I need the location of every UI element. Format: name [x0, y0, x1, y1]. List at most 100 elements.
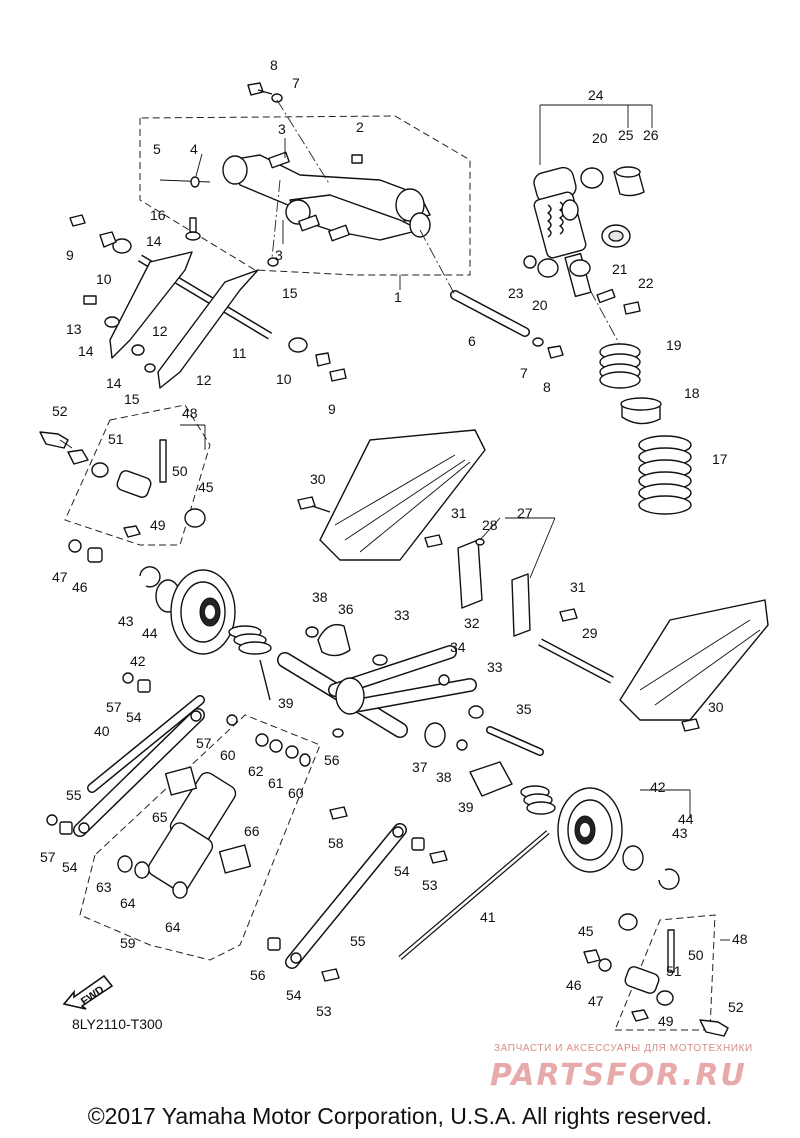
callout: 43 — [672, 825, 688, 841]
callout: 37 — [412, 759, 428, 775]
assembly-48-top-boundary — [64, 404, 211, 546]
callout: 20 — [592, 130, 608, 146]
callout: 6 — [468, 333, 476, 349]
callout: 17 — [712, 451, 728, 467]
callout: 55 — [350, 933, 366, 949]
callout: 30 — [310, 471, 326, 487]
callout: 57 — [106, 699, 122, 715]
callout: 31 — [570, 579, 586, 595]
axle-29 — [538, 638, 614, 684]
callout: 33 — [487, 659, 503, 675]
callout: 14 — [146, 233, 162, 249]
callout: 45 — [198, 479, 214, 495]
callout: 35 — [516, 701, 532, 717]
callout: 19 — [666, 337, 682, 353]
assembly-1-boundary — [139, 115, 471, 276]
callout: 52 — [728, 999, 744, 1015]
callout: 28 — [482, 517, 498, 533]
callout: 2 — [356, 119, 364, 135]
callout: 22 — [638, 275, 654, 291]
callout: 8 — [270, 57, 278, 73]
callout: 57 — [196, 735, 212, 751]
bracket-27 — [457, 538, 578, 637]
callout: 60 — [220, 747, 236, 763]
callout: 33 — [394, 607, 410, 623]
callout: 54 — [394, 863, 410, 879]
callout: 54 — [126, 709, 142, 725]
rod-6 — [419, 229, 564, 359]
center-cross-shaft — [277, 623, 484, 751]
diagram-code: 8LY2110-T300 — [72, 1016, 163, 1032]
callout: 64 — [165, 919, 181, 935]
callout: 24 — [588, 87, 604, 103]
rail-lower — [619, 599, 769, 732]
callout: 54 — [62, 859, 78, 875]
callout: 7 — [292, 75, 300, 91]
callout: 3 — [275, 247, 283, 263]
front-shaft-group — [69, 214, 347, 389]
callout: 42 — [650, 779, 666, 795]
spring-set — [599, 343, 692, 515]
callout: 3 — [278, 121, 286, 137]
torsion-spring-left — [228, 625, 272, 701]
callout: 46 — [566, 977, 582, 993]
callout: 16 — [150, 207, 166, 223]
callout: 52 — [52, 403, 68, 419]
callout: 50 — [172, 463, 188, 479]
callout: 30 — [708, 699, 724, 715]
assembly-48-bottom-boundary — [614, 914, 716, 1031]
bushing-39-right — [469, 761, 513, 797]
callout: 47 — [52, 569, 68, 585]
callout: 25 — [618, 127, 634, 143]
callout: 56 — [250, 967, 266, 983]
callout: 20 — [532, 297, 548, 313]
callout: 15 — [124, 391, 140, 407]
callout: 57 — [40, 849, 56, 865]
callout: 21 — [612, 261, 628, 277]
callout-leaders — [180, 104, 730, 941]
callout: 65 — [152, 809, 168, 825]
callout: 64 — [120, 895, 136, 911]
link-arm-40 — [87, 695, 205, 793]
watermark-tagline: ЗАПЧАСТИ И АКСЕССУАРЫ ДЛЯ МОТОТЕХНИКИ — [494, 1043, 753, 1054]
callout: 43 — [118, 613, 134, 629]
arm-12-lower — [157, 269, 259, 389]
callout: 46 — [72, 579, 88, 595]
callout: 51 — [666, 963, 682, 979]
callout: 27 — [517, 505, 533, 521]
torsion-spring-41 — [398, 785, 556, 960]
callout-labels: 8 7 3 2 5 4 3 15 1 16 14 9 10 12 13 14 1… — [40, 57, 748, 1029]
callout: 13 — [66, 321, 82, 337]
rail-upper — [297, 429, 486, 561]
callout: 39 — [278, 695, 294, 711]
callout: 12 — [196, 372, 212, 388]
callout: 62 — [248, 763, 264, 779]
callout: 14 — [78, 343, 94, 359]
arm-12-upper — [109, 251, 193, 359]
callout: 48 — [732, 931, 748, 947]
callout: 14 — [106, 375, 122, 391]
link-arm-55-right — [285, 823, 407, 969]
callout: 1 — [394, 289, 402, 305]
callout: 48 — [182, 405, 198, 421]
pin-35 — [486, 726, 544, 756]
callout: 31 — [451, 505, 467, 521]
callout: 18 — [684, 385, 700, 401]
callout: 44 — [678, 811, 694, 827]
callout: 12 — [152, 323, 168, 339]
callout: 29 — [582, 625, 598, 641]
callout: 50 — [688, 947, 704, 963]
callout: 8 — [543, 379, 551, 395]
callout: 49 — [658, 1013, 674, 1029]
callout: 5 — [153, 141, 161, 157]
lower-idler-bracket-group — [583, 913, 729, 1037]
callout: 23 — [508, 285, 524, 301]
callout: 9 — [328, 401, 336, 417]
callout: 26 — [643, 127, 659, 143]
callout: 47 — [588, 993, 604, 1009]
callout: 11 — [232, 345, 247, 361]
watermark-logo: PARTSFOR.RU — [490, 1058, 747, 1093]
bolt-8-top — [247, 82, 264, 96]
callout: 44 — [142, 625, 158, 641]
callout: 38 — [312, 589, 328, 605]
